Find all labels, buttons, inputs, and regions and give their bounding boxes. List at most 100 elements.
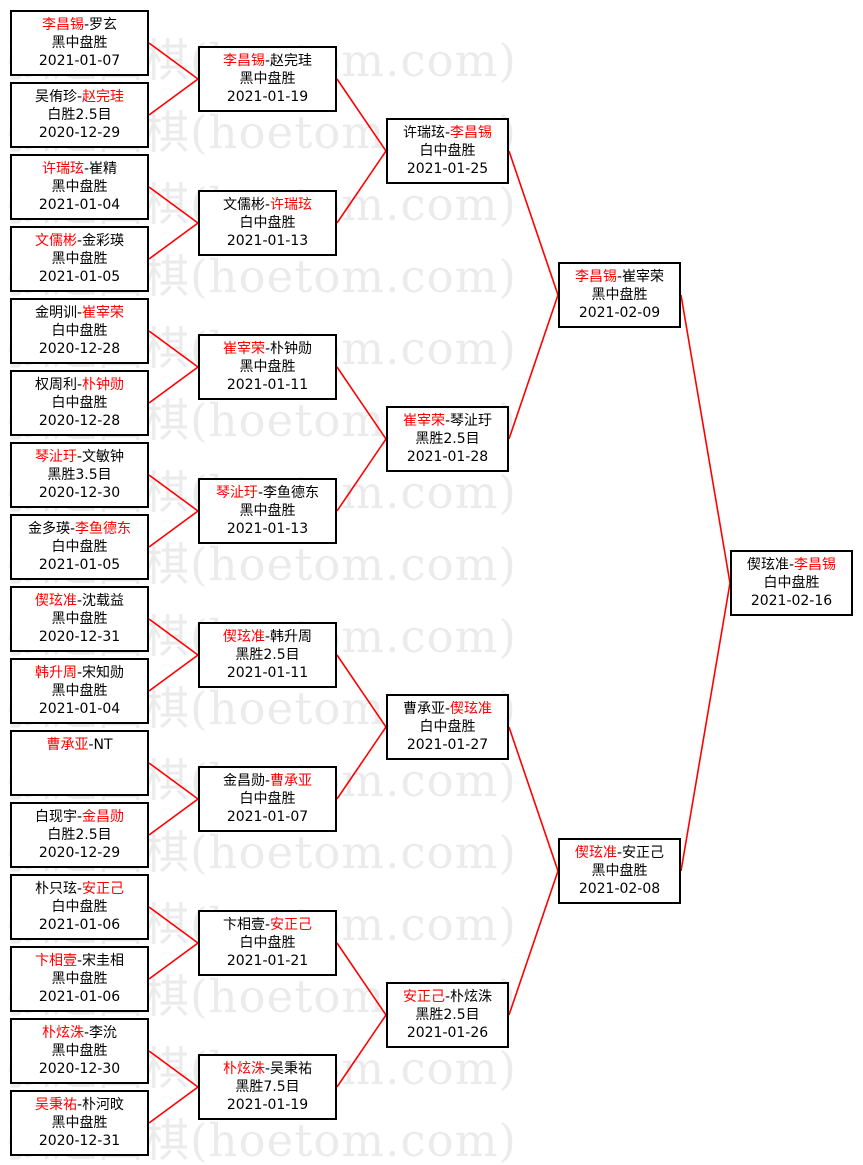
- match-box[interactable]: 朴炫洙-吴秉祐黑胜7.5目 2021-01-19: [198, 1054, 337, 1120]
- match-date: 2021-01-19: [226, 1097, 309, 1113]
- match-players: 安正己-朴炫洙: [403, 988, 492, 1006]
- match-result: 白胜2.5目: [47, 827, 112, 843]
- match-players: 曹承亚-NT: [46, 736, 112, 754]
- match-box[interactable]: 曹承亚-NT: [10, 730, 149, 796]
- match-date: 2020-12-28: [38, 341, 121, 357]
- bracket-connector: [336, 366, 387, 440]
- player-white: 朴钟勋: [270, 341, 313, 357]
- player-black: 文儒彬: [34, 233, 77, 249]
- match-result: 白中盘胜: [239, 935, 296, 951]
- player-white: 李鱼德东: [263, 485, 320, 501]
- player-black: 琴沚玗: [34, 449, 77, 465]
- player-separator: -: [76, 305, 83, 321]
- player-white: 赵完珪: [270, 53, 313, 69]
- player-separator: -: [444, 125, 451, 141]
- player-black: 曹承亚: [402, 701, 445, 717]
- player-white: 李昌锡: [794, 557, 837, 573]
- player-black: 崔宰荣: [402, 413, 445, 429]
- player-white: 李沇: [89, 1025, 118, 1041]
- player-separator: -: [444, 989, 451, 1005]
- player-black: 卞相壹: [34, 953, 77, 969]
- bracket-connector: [148, 762, 199, 800]
- match-date: 2021-01-11: [226, 377, 309, 393]
- player-white: 吴秉祐: [270, 1061, 313, 1077]
- bracket-connector: [508, 150, 559, 296]
- player-separator: -: [83, 1025, 90, 1041]
- bracket-connector: [680, 582, 731, 872]
- match-result: 黑中盘胜: [51, 179, 108, 195]
- match-players: 朴炫洙-吴秉祐: [223, 1060, 312, 1078]
- match-result: 黑中盘胜: [239, 71, 296, 87]
- player-separator: -: [69, 521, 76, 537]
- bracket-connector: [148, 366, 199, 404]
- match-result: 黑中盘胜: [51, 1115, 108, 1131]
- player-separator: -: [76, 377, 83, 393]
- player-white: 崔宰荣: [622, 269, 665, 285]
- player-separator: -: [76, 953, 83, 969]
- player-white: 宋知勋: [82, 665, 125, 681]
- match-date: 2020-12-30: [38, 1061, 121, 1077]
- bracket-connector: [148, 1086, 199, 1124]
- match-players: 李昌锡-赵完珪: [223, 52, 312, 70]
- player-separator: -: [257, 485, 264, 501]
- match-players: 文儒彬-金彩瑛: [35, 232, 124, 250]
- player-separator: -: [76, 1097, 83, 1113]
- player-black: 安正己: [402, 989, 445, 1005]
- match-result: 黑胜7.5目: [235, 1079, 300, 1095]
- match-result: 黑中盘胜: [51, 683, 108, 699]
- player-separator: -: [76, 809, 83, 825]
- player-white: 金昌勋: [82, 809, 125, 825]
- player-black: 李昌锡: [574, 269, 617, 285]
- match-players: 李昌锡-罗玄: [42, 16, 117, 34]
- bracket-connector: [148, 654, 199, 692]
- player-separator: -: [264, 341, 271, 357]
- match-date: 2021-01-26: [406, 1025, 489, 1041]
- player-white: 琴沚玗: [450, 413, 493, 429]
- match-result: 黑中盘胜: [51, 1043, 108, 1059]
- match-date: 2020-12-31: [38, 629, 121, 645]
- match-players: 白现宇-金昌勋: [35, 808, 124, 826]
- match-players: 吴秉祐-朴河旼: [35, 1096, 124, 1114]
- match-date: 2020-12-29: [38, 845, 121, 861]
- bracket-connector: [148, 78, 199, 116]
- match-box[interactable]: 白现宇-金昌勋白胜2.5目 2020-12-29: [10, 802, 149, 868]
- match-result: 白中盘胜: [419, 719, 476, 735]
- match-result: 黑中盘胜: [239, 359, 296, 375]
- match-result: 黑中盘胜: [51, 611, 108, 627]
- player-black: 卞相壹: [222, 917, 265, 933]
- match-result: 白中盘胜: [239, 791, 296, 807]
- match-result: 白中盘胜: [763, 575, 820, 591]
- match-players: 琴沚玗-李鱼德东: [216, 484, 319, 502]
- player-white: 安正己: [82, 881, 125, 897]
- player-black: 朴炫洙: [222, 1061, 265, 1077]
